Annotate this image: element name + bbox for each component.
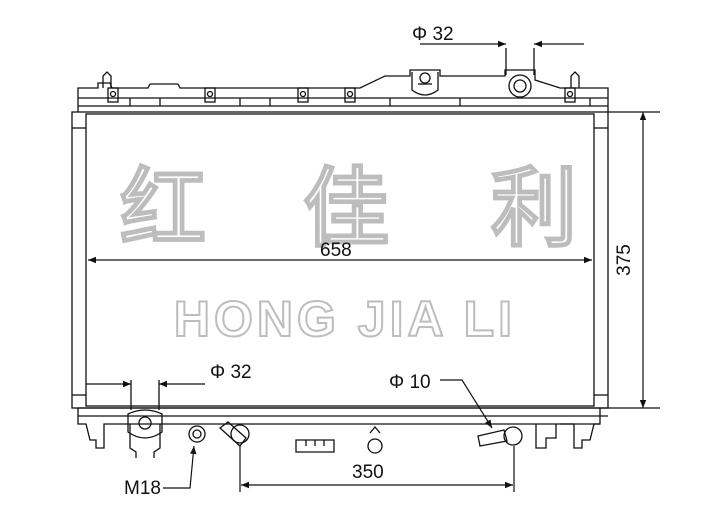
dim-label-outlet-diameter: Φ 32 (210, 362, 252, 383)
dim-label-thread: M18 (124, 478, 161, 499)
dim-label-core-height: 375 (614, 244, 635, 276)
bottom-tank (77, 380, 608, 458)
watermark-text: HONG JIA LI (174, 291, 516, 347)
dim-label-small-port: Φ 10 (389, 372, 431, 393)
top-tank (77, 48, 609, 112)
dim-label-inlet-diameter: Φ 32 (412, 24, 454, 45)
leader-thread (163, 445, 197, 489)
watermark-char-2: 佳 (303, 159, 389, 259)
dim-label-core-width: 658 (320, 240, 352, 261)
dimension-lines (86, 40, 660, 492)
watermark-char-1: 红 (120, 159, 206, 259)
watermark: 红 佳 利 HONG JIA LI (119, 158, 578, 348)
dim-label-port-spacing: 350 (352, 462, 384, 483)
watermark-char-3: 利 (491, 159, 577, 259)
leader-small-port (440, 379, 493, 429)
